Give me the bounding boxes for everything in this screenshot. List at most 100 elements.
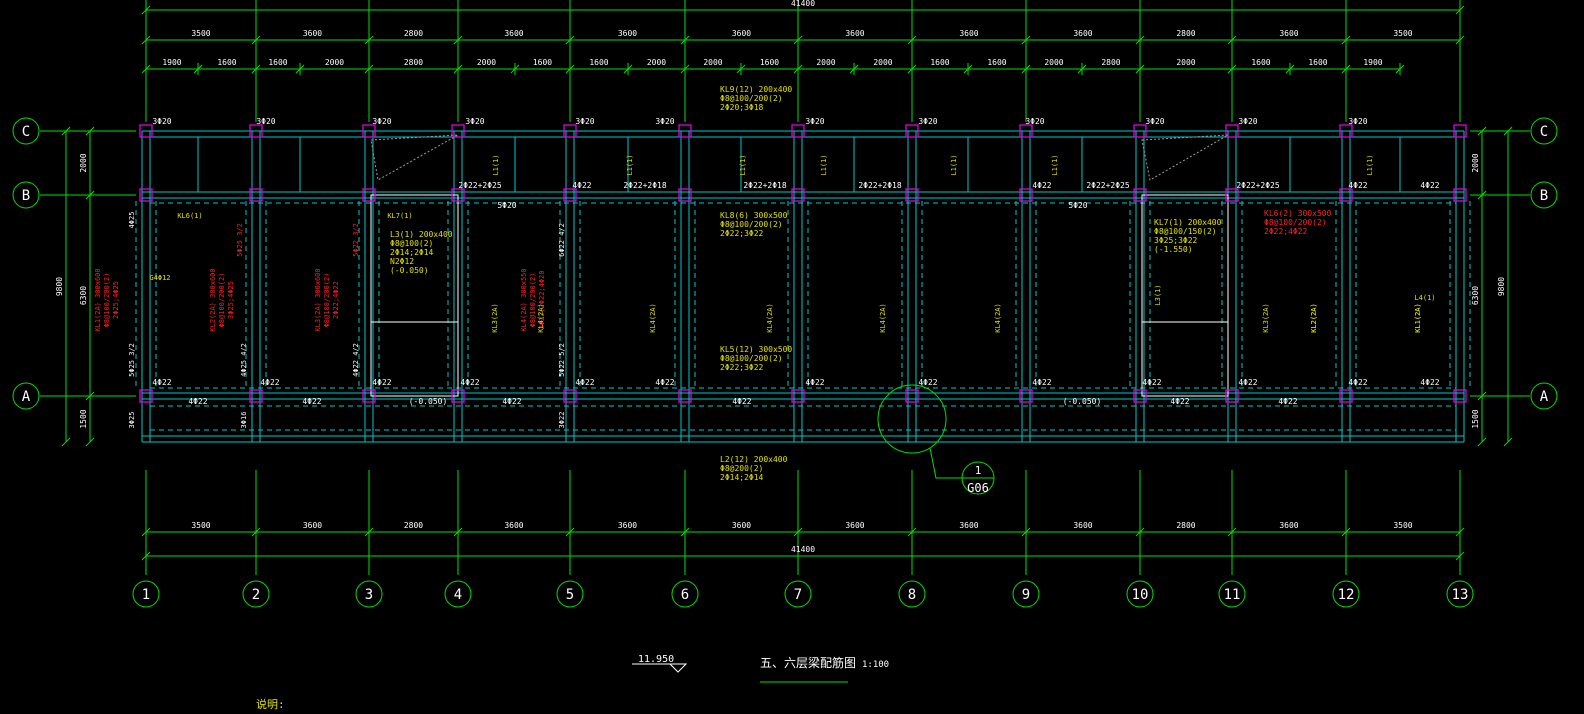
column-C-2 bbox=[249, 124, 263, 138]
detail-leader bbox=[929, 447, 962, 479]
dim-bays-bottom-label: 3600 bbox=[303, 521, 322, 530]
detail-callout: 1 G06 bbox=[877, 384, 995, 495]
a-row-bar-11: 4Φ22 bbox=[1348, 378, 1367, 387]
column-C-6 bbox=[678, 124, 692, 138]
dim-subbays-top-label: 2000 bbox=[325, 58, 344, 67]
b-row-bar-8: 4Φ22 bbox=[1348, 181, 1367, 190]
column-B-2 bbox=[249, 188, 263, 202]
b-row-bar-1: 4Φ22 bbox=[572, 181, 591, 190]
column-B-10 bbox=[1133, 188, 1147, 202]
stair-hatches bbox=[370, 134, 1229, 181]
kl-vert-9: KL2(2A) bbox=[1310, 303, 1318, 333]
axis-bubble-7 bbox=[784, 580, 812, 608]
top-bar-9: 3Φ20 bbox=[1145, 117, 1164, 126]
dim-right-label: 6300 bbox=[1471, 286, 1480, 305]
dim-right-tick bbox=[1477, 437, 1487, 447]
axis-bubble-5 bbox=[556, 580, 584, 608]
dim-bays-top-label: 3500 bbox=[191, 29, 210, 38]
axis-bubble-11 bbox=[1218, 580, 1246, 608]
red-vert-1: 5Φ22 3/2 bbox=[352, 223, 360, 257]
kl-vert-2: KL3(2A) bbox=[1262, 303, 1270, 333]
mid-bar-1: 5Φ20 bbox=[1068, 201, 1087, 210]
top-bar-1: 3Φ20 bbox=[256, 117, 275, 126]
kl-vert-6: KL4(2A) bbox=[649, 303, 657, 333]
dim-bays-top-label: 3600 bbox=[845, 29, 864, 38]
vert-bar-8: 3Φ22 bbox=[558, 412, 566, 429]
annot-kl5-line-1: Φ8@100/200(2) bbox=[720, 354, 783, 363]
small-label-11: L4(1) bbox=[1414, 294, 1435, 302]
dim-bays-bottom-label: 3600 bbox=[618, 521, 637, 530]
axis-label-A-left: A bbox=[22, 389, 31, 405]
axis-bubble-13 bbox=[1446, 580, 1474, 608]
column-C-9 bbox=[1019, 124, 1033, 138]
dim-right-total-label: 9800 bbox=[1497, 277, 1506, 296]
a-bottom-bar-4: 4Φ22 bbox=[732, 397, 751, 406]
axis-label-1: 1 bbox=[142, 587, 150, 603]
annot-kl4-line-0: KL4(2A) 300x550 bbox=[520, 268, 528, 331]
annot-kl2-line-1: Φ8@100/200(2) bbox=[218, 273, 226, 328]
column-B-4 bbox=[451, 188, 465, 202]
column-B-6 bbox=[678, 188, 692, 202]
kl-vert-5: KL4(2A) bbox=[766, 303, 774, 333]
small-label-2: L1(1) bbox=[739, 154, 747, 175]
column-A-8 bbox=[905, 389, 919, 403]
axis-bubble-C-right bbox=[1530, 117, 1558, 145]
vert-bar-2: 4Φ25 4/2 bbox=[240, 343, 248, 377]
detail-number: 1 bbox=[975, 464, 982, 477]
a-row-bar-4: 4Φ22 bbox=[575, 378, 594, 387]
b-row-bar-4: 2Φ22+2Φ18 bbox=[858, 181, 902, 190]
annot-kl1-line-0: KL1(2A) 300x600 bbox=[94, 268, 102, 331]
dim-bays-top-label: 2800 bbox=[1176, 29, 1195, 38]
axis-bubble-2 bbox=[242, 580, 270, 608]
drawing-title: 五、六层梁配筋图 bbox=[760, 655, 856, 670]
annot-kl3-line-0: KL3(2A) 300x600 bbox=[314, 268, 322, 331]
dim-right-total-tick bbox=[1503, 437, 1513, 447]
axis-bubble-C-left bbox=[12, 117, 40, 145]
axis-bubble-1 bbox=[132, 580, 160, 608]
vert-bar-1: 5Φ25 3/2 bbox=[128, 343, 136, 377]
axis-label-3: 3 bbox=[365, 587, 373, 603]
axis-bubble-6 bbox=[671, 580, 699, 608]
column-B-5 bbox=[563, 188, 577, 202]
vert-bar-3: 6Φ22 4/2 bbox=[558, 223, 566, 257]
annot-kl8-line-0: KL8(6) 300x500 bbox=[720, 211, 788, 220]
a-row-bar-7: 4Φ22 bbox=[918, 378, 937, 387]
small-label-0: L1(1) bbox=[492, 154, 500, 175]
column-C-12 bbox=[1339, 124, 1353, 138]
dim-bays-top-label: 3600 bbox=[959, 29, 978, 38]
axis-bubble-12 bbox=[1332, 580, 1360, 608]
kl-vert-7: KL4(2A) bbox=[537, 303, 545, 333]
dim-bays-top-label: 3600 bbox=[504, 29, 523, 38]
top-bar-8: 3Φ20 bbox=[1025, 117, 1044, 126]
top-bar-5: 3Φ20 bbox=[655, 117, 674, 126]
opening-box-1 bbox=[370, 321, 459, 397]
column-B-13 bbox=[1453, 188, 1467, 202]
column-A-2 bbox=[249, 389, 263, 403]
top-bar-0: 3Φ20 bbox=[152, 117, 171, 126]
annot-kl1-line-1: Φ8@100/200(2) bbox=[103, 273, 111, 328]
axis-label-2: 2 bbox=[252, 587, 260, 603]
annot-kl6-line-1: Φ8@100/200(2) bbox=[1264, 218, 1327, 227]
a-bottom-bar-5: (-0.050) bbox=[1063, 397, 1102, 406]
small-label-1: L1(1) bbox=[626, 154, 634, 175]
column-A-5 bbox=[563, 389, 577, 403]
dim-bays-bottom-label: 3600 bbox=[732, 521, 751, 530]
column-C-7 bbox=[791, 124, 805, 138]
a-bottom-bar-2: (-0.050) bbox=[409, 397, 448, 406]
annot-kl6-line-2: 2Φ22;4Φ22 bbox=[1264, 227, 1308, 236]
dim-right-label: 2000 bbox=[1471, 153, 1480, 172]
axis-label-7: 7 bbox=[794, 587, 802, 603]
column-C-4 bbox=[451, 124, 465, 138]
reinforcement-annotations: KL9(12) 200x400Φ8@100/200(2)2Φ20;3Φ18KL8… bbox=[94, 85, 1440, 482]
dim-subbays-top-label: 2000 bbox=[873, 58, 892, 67]
annot-l2-line-1: Φ8@200(2) bbox=[720, 464, 763, 473]
dim-subbays-top-label: 1600 bbox=[1308, 58, 1327, 67]
axis-label-9: 9 bbox=[1022, 587, 1030, 603]
a-row-bar-2: 4Φ22 bbox=[372, 378, 391, 387]
stair-hatch-left bbox=[370, 134, 459, 181]
axis-bubble-4 bbox=[444, 580, 472, 608]
notes-heading: 说明: bbox=[256, 697, 285, 711]
annot-kl3-line-1: Φ8@100/200(2) bbox=[323, 273, 331, 328]
